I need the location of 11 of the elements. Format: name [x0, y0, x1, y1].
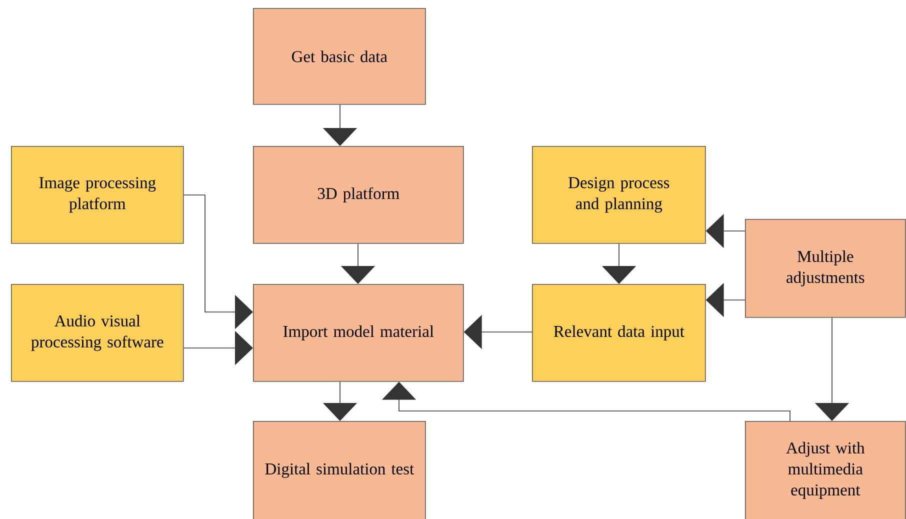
process-box: Multiple adjustments: [745, 219, 906, 318]
process-box: Design process and planning: [532, 146, 706, 244]
process-box: Import model material: [253, 284, 464, 382]
process-box: Digital simulation test: [253, 421, 426, 519]
process-box: Get basic data: [253, 8, 426, 105]
process-box: Relevant data input: [532, 284, 706, 382]
process-box: Image processing platform: [11, 146, 184, 244]
process-box: Adjust with multimedia equipment: [745, 421, 906, 519]
process-box: Audio visual processing software: [11, 284, 184, 382]
process-box: 3D platform: [253, 146, 464, 244]
arrow: [382, 382, 790, 422]
